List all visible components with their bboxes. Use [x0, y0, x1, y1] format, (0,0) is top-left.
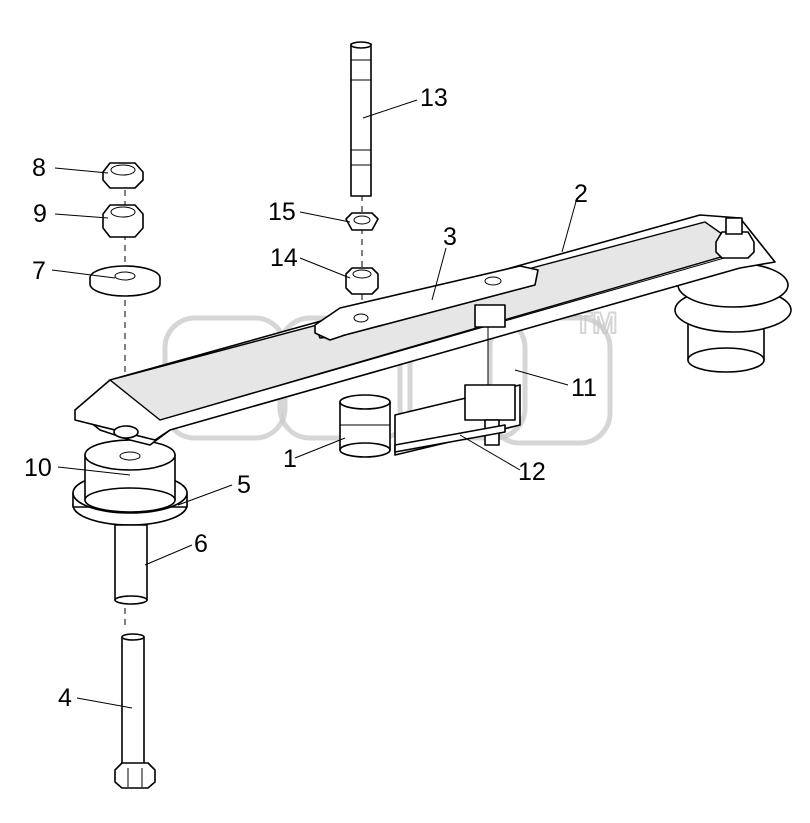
nut-part-15	[345, 212, 379, 231]
bracket-part-11	[394, 304, 521, 456]
label-2: 2	[574, 180, 588, 208]
label-3: 3	[443, 223, 457, 251]
label-8: 8	[32, 154, 46, 182]
label-9: 9	[33, 200, 47, 228]
label-14: 14	[270, 244, 298, 272]
label-1: 1	[283, 445, 297, 473]
sleeve-part-6	[114, 524, 148, 605]
leader-lines	[51, 99, 578, 709]
label-12: 12	[518, 458, 546, 486]
plate-part-3	[314, 265, 539, 341]
washer-part-7	[89, 265, 161, 297]
nut-part-9	[102, 204, 144, 238]
label-7: 7	[32, 257, 46, 285]
bushing-part-10	[84, 439, 176, 513]
label-5: 5	[237, 471, 251, 499]
label-13: 13	[420, 84, 448, 112]
plate-part-12	[394, 424, 506, 453]
label-4: 4	[58, 684, 72, 712]
nut-part-8	[102, 162, 144, 189]
arm-end-bolt	[715, 217, 755, 259]
nut-part-14	[345, 267, 379, 295]
bolt-part-4	[114, 633, 156, 789]
label-10: 10	[24, 454, 52, 482]
stud-part-13	[350, 41, 372, 197]
label-11: 11	[571, 374, 597, 402]
part-labels: 13 15 14 3 2 8 9 7 10 5 6 4 1 11 12	[24, 84, 597, 712]
label-15: 15	[268, 198, 296, 226]
label-6: 6	[194, 530, 208, 558]
cylinder-part-1	[339, 394, 391, 458]
